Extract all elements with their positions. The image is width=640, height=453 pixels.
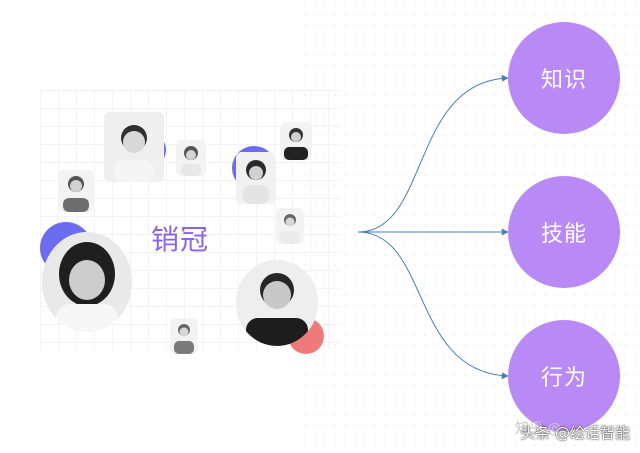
arrow-to-node-3 bbox=[357, 231, 509, 380]
avatar-person bbox=[176, 140, 206, 176]
avatar-person bbox=[42, 232, 132, 332]
node-skills: 技能 bbox=[508, 176, 620, 288]
avatar-person bbox=[104, 112, 164, 182]
avatar-person bbox=[170, 318, 198, 354]
watermark: 头条 @绘话智能 bbox=[520, 424, 630, 442]
arrow-to-node-1 bbox=[357, 74, 509, 233]
faint-watermark: 知乎 @ bbox=[515, 421, 562, 437]
avatar-person bbox=[58, 170, 94, 212]
avatar-person bbox=[276, 208, 304, 244]
center-label: 销冠 bbox=[150, 223, 209, 256]
avatar-person bbox=[236, 152, 276, 204]
node-behavior: 行为 bbox=[508, 320, 620, 432]
avatar-person bbox=[236, 260, 318, 346]
avatar-person bbox=[280, 122, 312, 160]
node-knowledge: 知识 bbox=[508, 22, 620, 134]
